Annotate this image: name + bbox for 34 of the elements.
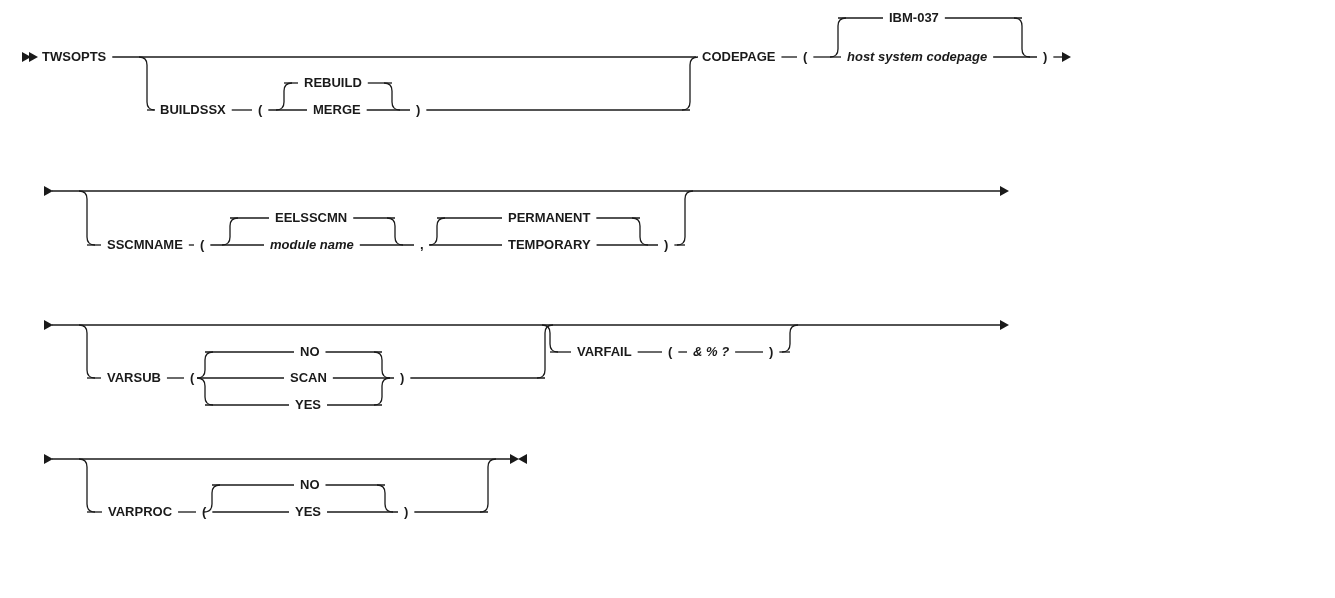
parenthesis: ( — [668, 344, 673, 360]
keyword-label: YES — [295, 504, 321, 520]
keyword-label: REBUILD — [304, 75, 362, 91]
parenthesis: ( — [202, 504, 207, 520]
parenthesis: ) — [664, 237, 669, 253]
parenthesis: ) — [404, 504, 409, 520]
keyword-label: VARFAIL — [577, 344, 632, 360]
parenthesis: ( — [190, 370, 195, 386]
parenthesis: ( — [803, 49, 808, 65]
placeholder-text: & % ? — [693, 344, 730, 360]
keyword-label: PERMANENT — [508, 210, 591, 226]
keyword-label: EELSSCMN — [275, 210, 348, 226]
keyword-label: BUILDSSX — [160, 102, 226, 118]
keyword-label: VARSUB — [107, 370, 161, 386]
keyword-label: TEMPORARY — [508, 237, 591, 253]
keyword-label: IBM-037 — [889, 10, 939, 26]
keyword-label: TWSOPTS — [42, 49, 107, 65]
separator-comma: , — [420, 237, 424, 253]
keyword-label: MERGE — [313, 102, 361, 118]
keyword-label: VARPROC — [108, 504, 173, 520]
keyword-label: NO — [300, 477, 320, 493]
placeholder-text: module name — [270, 237, 354, 253]
keyword-label: SCAN — [290, 370, 327, 386]
parenthesis: ) — [769, 344, 774, 360]
placeholder-text: host system codepage — [847, 49, 988, 65]
keyword-label: SSCMNAME — [107, 237, 183, 253]
keyword-label: CODEPAGE — [702, 49, 776, 65]
parenthesis: ) — [1043, 49, 1048, 65]
keyword-label: YES — [295, 397, 321, 413]
keyword-label: NO — [300, 344, 320, 360]
parenthesis: ( — [200, 237, 205, 253]
parenthesis: ) — [400, 370, 405, 386]
parenthesis: ) — [416, 102, 421, 118]
parenthesis: ( — [258, 102, 263, 118]
